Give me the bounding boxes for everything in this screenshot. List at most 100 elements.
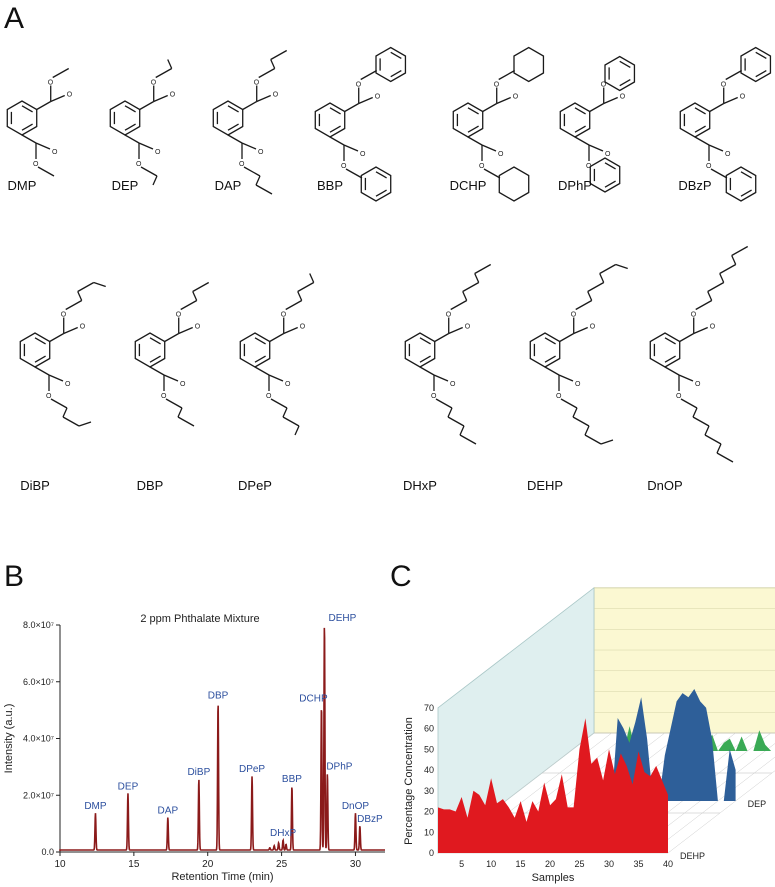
oxygen-label: O (740, 94, 746, 101)
double-bond (34, 337, 46, 345)
double-bond (375, 171, 387, 179)
oxygen-label: O (356, 82, 362, 89)
x-tick-label: 20 (202, 859, 214, 870)
bond (584, 425, 590, 436)
oxygen-label: O (479, 163, 485, 170)
double-bond (375, 189, 387, 197)
bond (297, 281, 315, 293)
peak-label: DnOP (342, 801, 370, 812)
x-tick-label: 30 (604, 859, 614, 869)
x-tick-label: 20 (545, 859, 555, 869)
carbonyl-bond (35, 142, 51, 150)
bond (600, 439, 614, 445)
bond (345, 168, 363, 179)
carbonyl-bond (588, 144, 604, 152)
structure-label: DCHP (450, 178, 487, 193)
bond (719, 263, 737, 275)
y-tick-label: 40 (424, 765, 434, 775)
x-tick-label: 5 (459, 859, 464, 869)
bond (360, 69, 378, 81)
oxygen-label: O (571, 312, 577, 319)
oxygen-label: O (446, 312, 452, 319)
oxygen-label: O (706, 163, 712, 170)
bond (77, 291, 83, 301)
structure-label: DiBP (20, 478, 50, 493)
double-bond (124, 123, 136, 131)
bond (140, 166, 158, 177)
ring (498, 166, 530, 202)
bond (599, 263, 617, 275)
carbonyl-bond (283, 326, 298, 335)
x-tick-label: 25 (575, 859, 585, 869)
oxygen-label: O (161, 393, 167, 400)
y-tick-label: 0.0 (41, 847, 54, 857)
bond (62, 407, 68, 418)
oxygen-label: O (620, 94, 626, 101)
oxygen-label: O (176, 312, 182, 319)
carbonyl-bond (723, 96, 738, 105)
bond (572, 407, 578, 418)
bond (192, 291, 198, 301)
oxygen-label: O (360, 151, 366, 158)
bond (329, 136, 345, 146)
ring (740, 46, 772, 83)
bond (559, 332, 575, 343)
double-bond (544, 337, 556, 345)
double-bond (467, 107, 479, 115)
ring (589, 157, 621, 193)
double-bond (21, 105, 33, 113)
bond (482, 102, 498, 113)
carbonyl-bond (433, 374, 449, 382)
oxygen-label: O (498, 151, 504, 158)
bond (710, 168, 728, 179)
oxygen-label: O (258, 149, 264, 156)
structure-label: DPhP (558, 178, 592, 193)
y-axis-label: Intensity (a.u.) (3, 704, 15, 774)
bond (65, 299, 83, 311)
bond (62, 416, 80, 427)
bond (435, 398, 453, 409)
bond (692, 416, 710, 427)
carbonyl-bond (693, 326, 708, 335)
oxygen-label: O (136, 161, 142, 168)
oxygen-label: O (605, 151, 611, 158)
oxygen-label: O (575, 381, 581, 388)
bond (694, 136, 710, 146)
bond (704, 425, 710, 436)
bond (587, 291, 593, 301)
bond (282, 416, 300, 427)
bond (270, 49, 288, 61)
carbonyl-bond (496, 96, 511, 105)
carbonyl-bond (256, 94, 271, 103)
oxygen-label: O (80, 324, 86, 331)
carbonyl-bond (153, 94, 168, 103)
oxygen-label: O (151, 80, 157, 87)
double-bond (149, 355, 161, 363)
oxygen-label: O (273, 92, 279, 99)
bond (269, 332, 285, 343)
bond (725, 69, 743, 81)
bond (447, 407, 453, 418)
chart-title: 2 ppm Phthalate Mixture (140, 613, 259, 625)
x-tick-label: 15 (516, 859, 526, 869)
dep-area (505, 689, 736, 801)
bond (180, 299, 198, 311)
double-bond (544, 355, 556, 363)
oxygen-label: O (341, 163, 347, 170)
x-tick-label: 35 (634, 859, 644, 869)
structure-label: DEHP (527, 478, 563, 493)
carbonyl-bond (50, 94, 65, 103)
bond (695, 299, 713, 311)
phthalate-structures: OOOODMPOOOODEPOOOODAPOOOOBBPOOOODCHPOOOO… (6, 46, 772, 493)
bond (462, 291, 468, 301)
bond (149, 366, 165, 376)
bond (243, 166, 261, 177)
